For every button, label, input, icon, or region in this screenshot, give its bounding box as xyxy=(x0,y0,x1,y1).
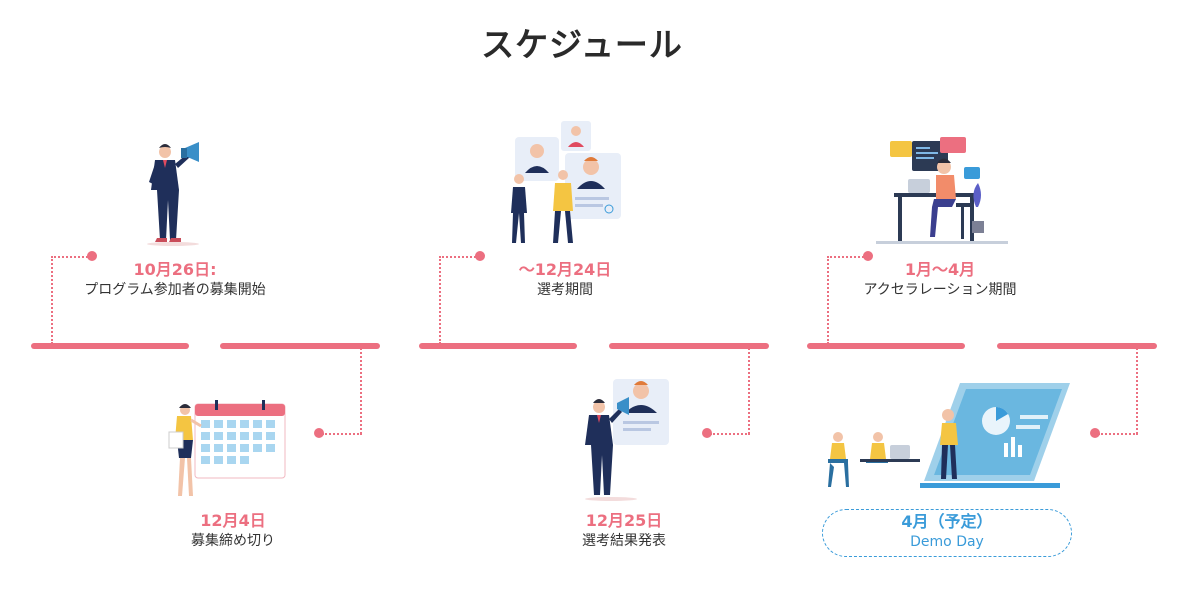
connector-line xyxy=(1136,348,1138,434)
timeline-bar xyxy=(419,343,577,349)
connector-line xyxy=(827,256,867,258)
event-date: ～12月24日 xyxy=(518,260,612,279)
timeline-bar xyxy=(31,343,189,349)
event-date: 12月25日 xyxy=(585,511,663,530)
event-date: 12月4日 xyxy=(200,511,266,530)
connector-dot xyxy=(1090,428,1100,438)
connector-line xyxy=(439,256,479,258)
event-label: アクセラレーション期間 xyxy=(863,282,1017,298)
event-date: 10月26日: xyxy=(133,260,217,279)
event-item: 12月25日 選考結果発表 xyxy=(549,511,699,551)
timeline-bar xyxy=(220,343,380,349)
event-date: 1月～4月 xyxy=(904,260,976,279)
connector-line xyxy=(51,256,53,344)
connector-line xyxy=(439,256,441,344)
connector-line xyxy=(360,348,362,434)
demo-day-badge xyxy=(822,509,1072,557)
event-item: 1月～4月 アクセラレーション期間 xyxy=(830,260,1050,300)
developer-desk-icon xyxy=(876,137,1008,244)
presentation-screen-icon xyxy=(828,383,1070,488)
event-label: 選考結果発表 xyxy=(582,533,666,549)
connector-line xyxy=(827,256,829,344)
event-label: 選考期間 xyxy=(537,282,593,298)
interview-profiles-icon xyxy=(511,121,621,243)
page-title: スケジュール xyxy=(481,25,683,64)
announcement-profile-icon xyxy=(585,379,669,501)
connector-dot xyxy=(863,251,873,261)
event-label: 募集締め切り xyxy=(191,533,275,549)
connector-line xyxy=(1098,433,1138,435)
timeline-bar xyxy=(997,343,1157,349)
timeline-bar xyxy=(609,343,769,349)
event-date: 4月（予定） xyxy=(901,512,993,531)
connector-line xyxy=(51,256,91,258)
connector-line xyxy=(322,433,362,435)
event-item: ～12月24日 選考期間 xyxy=(490,260,640,300)
megaphone-man-icon xyxy=(147,142,199,246)
timeline-bar xyxy=(807,343,965,349)
event-label: プログラム参加者の募集開始 xyxy=(84,282,266,298)
connector-dot xyxy=(702,428,712,438)
connector-dot xyxy=(475,251,485,261)
calendar-woman-icon xyxy=(168,400,286,496)
connector-dot xyxy=(87,251,97,261)
connector-line xyxy=(748,348,750,434)
event-item: 10月26日: プログラム参加者の募集開始 xyxy=(60,260,290,300)
event-item: 4月（予定） Demo Day xyxy=(822,512,1072,552)
connector-dot xyxy=(314,428,324,438)
connector-line xyxy=(710,433,750,435)
event-item: 12月4日 募集締め切り xyxy=(158,511,308,551)
event-label: Demo Day xyxy=(910,534,984,550)
